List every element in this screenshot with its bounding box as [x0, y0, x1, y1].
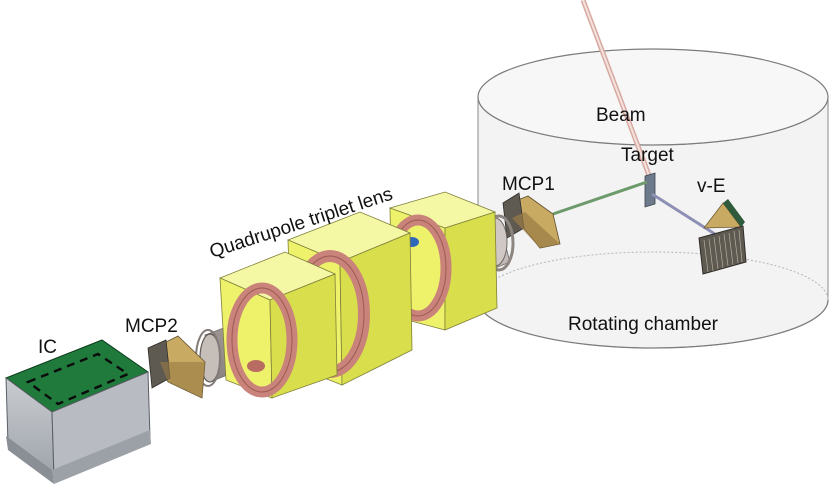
beam-line [580, 0, 653, 179]
rotating-chamber [477, 48, 829, 349]
label-mcp1: MCP1 [502, 174, 555, 195]
mcp2-detector [147, 335, 206, 399]
ic-box [4, 339, 151, 484]
label-mcp2: MCP2 [125, 316, 178, 337]
ve-detector [698, 199, 747, 275]
flight-path-ve [651, 192, 719, 238]
label-beam: Beam [596, 105, 646, 126]
flight-path-mcp1 [552, 180, 648, 216]
label-rotating-chamber: Rotating chamber [568, 314, 719, 335]
label-v-e: v-E [697, 176, 726, 197]
mcp1-detector [502, 192, 561, 249]
quadrupole-magnet-1 [218, 251, 338, 399]
target [644, 172, 656, 208]
label-ic: IC [38, 337, 57, 358]
label-target: Target [621, 145, 675, 166]
